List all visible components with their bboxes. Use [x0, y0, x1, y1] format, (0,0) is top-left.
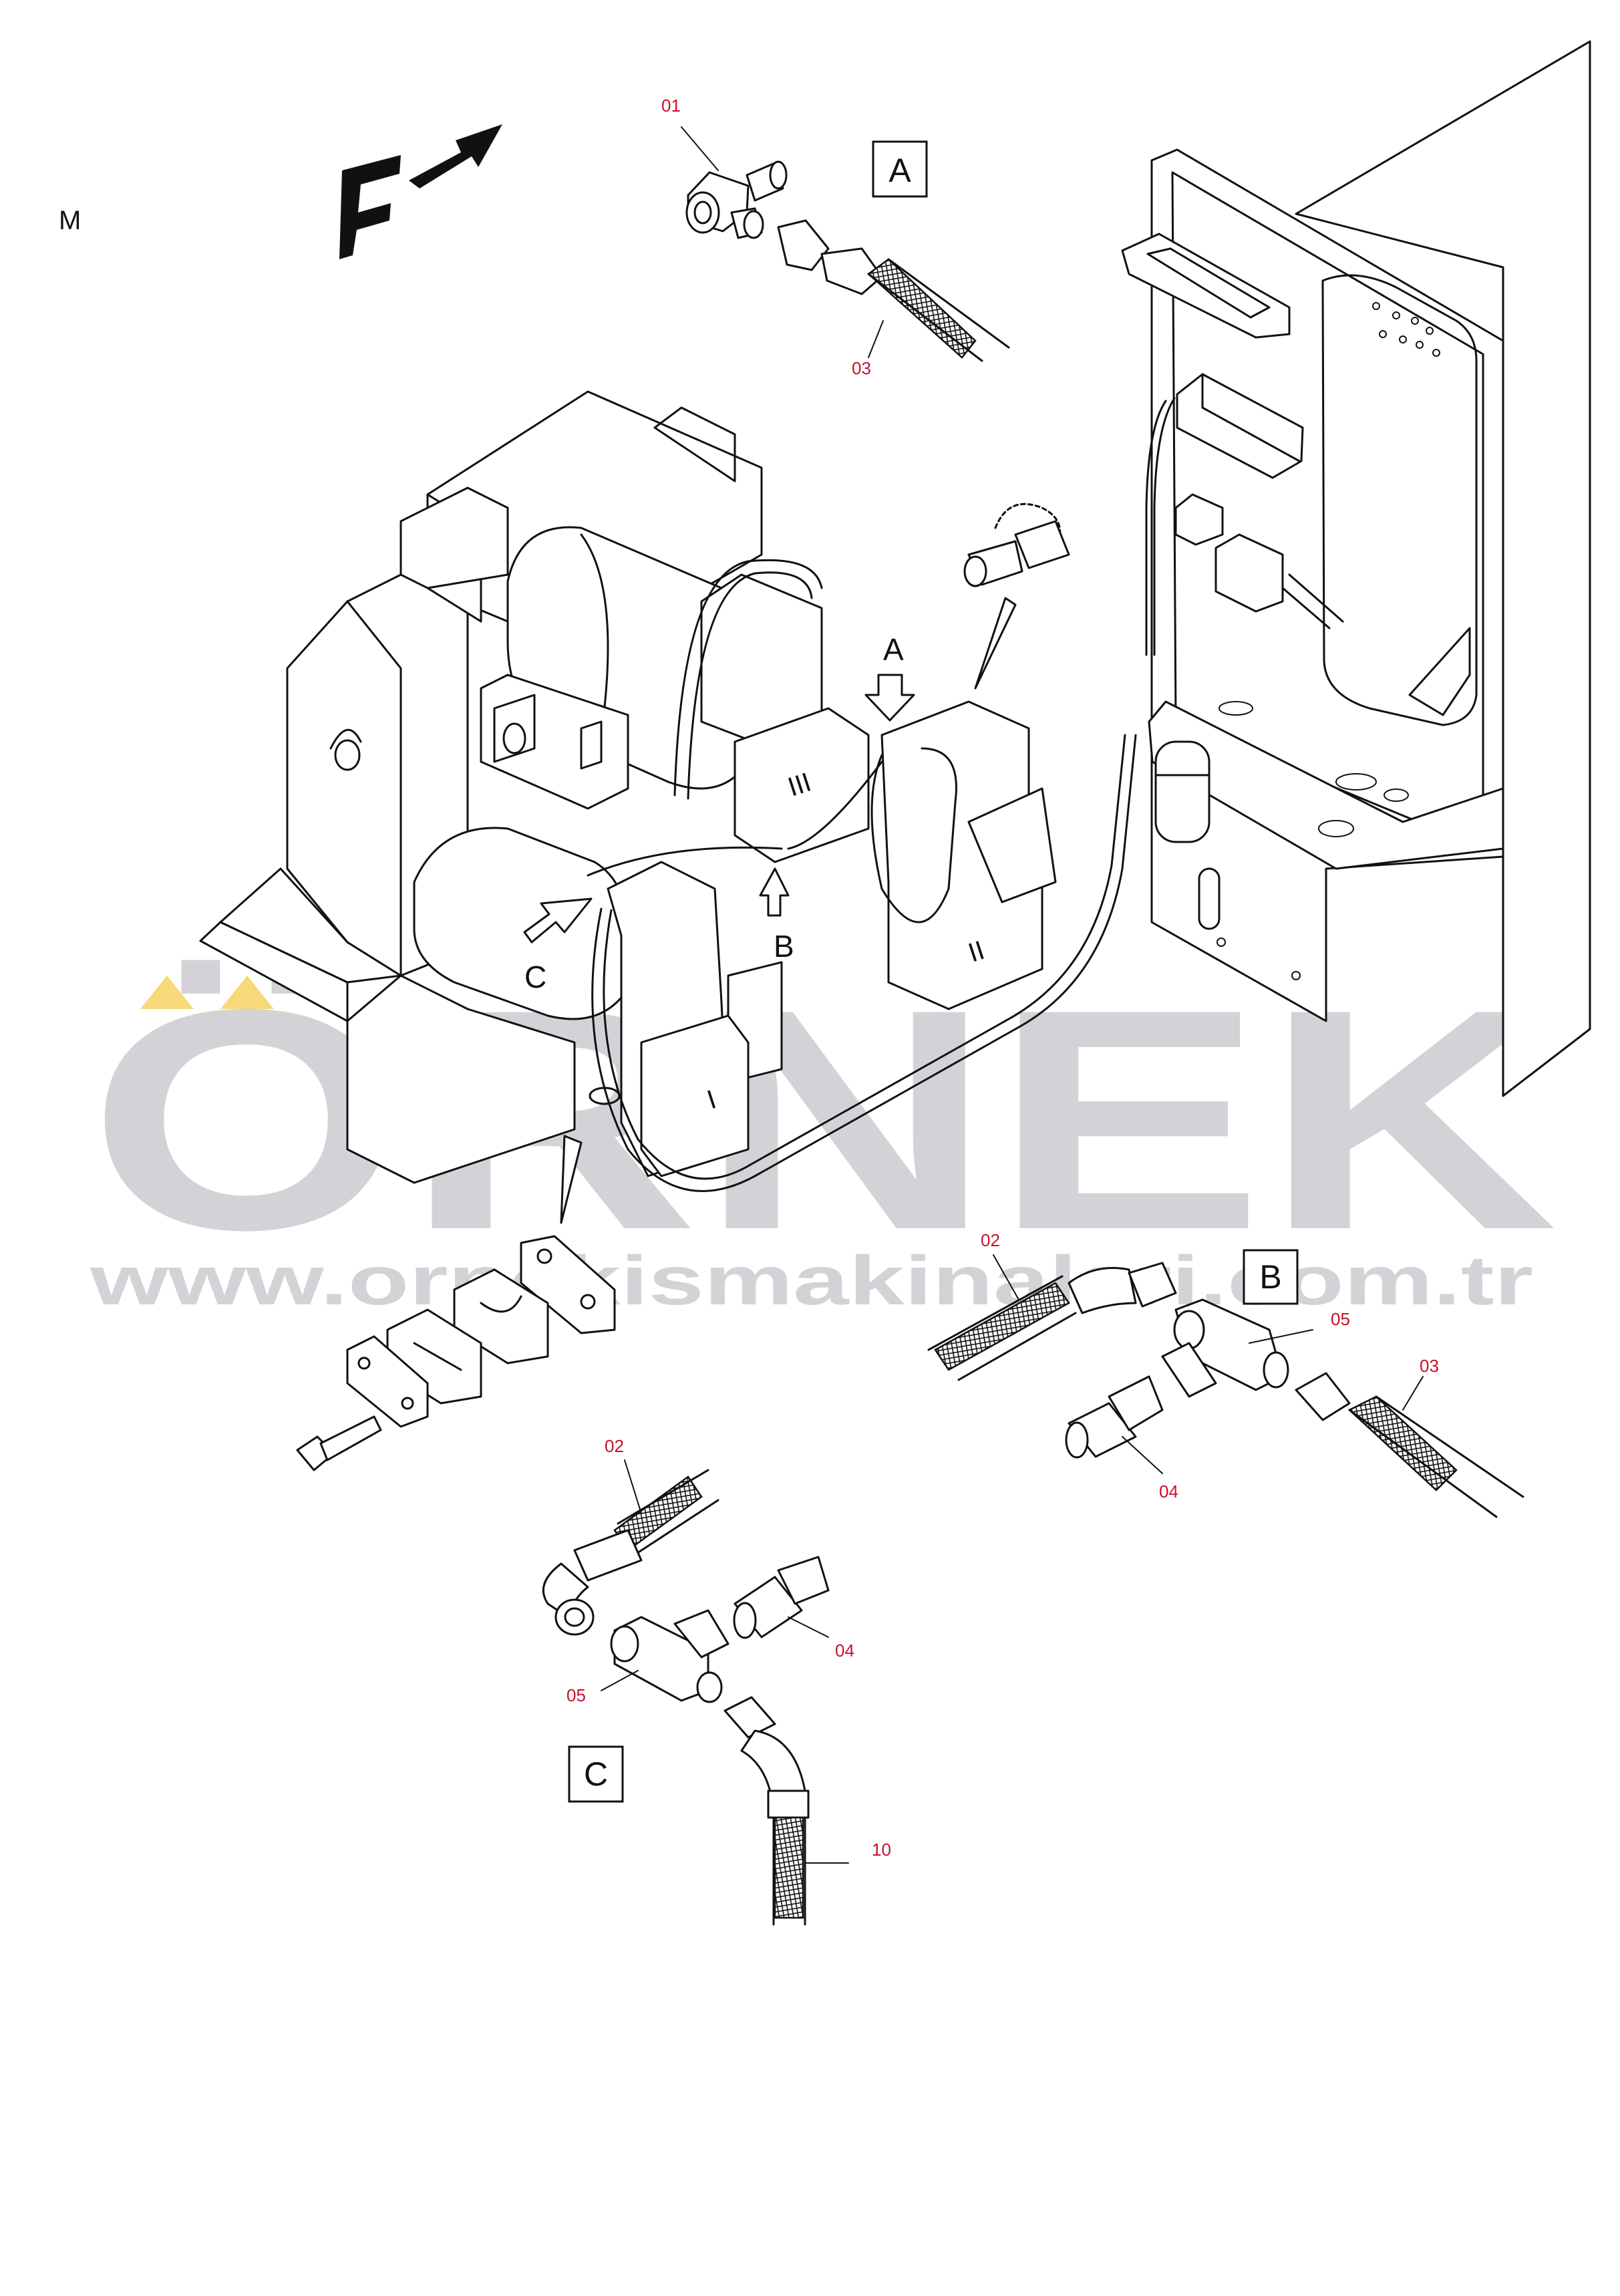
detail-c: C 02 05 04 10 [542, 1436, 891, 1926]
callout-04-b: 04 [1159, 1481, 1178, 1501]
callout-03-b: 03 [1420, 1356, 1439, 1376]
callout-02-b: 02 [981, 1230, 1000, 1250]
callout-01: 01 [661, 96, 681, 116]
callout-03-a: 03 [852, 358, 871, 378]
callout-05-b: 05 [1331, 1309, 1350, 1329]
direction-indicator [339, 124, 502, 259]
pointer-label-c: C [524, 960, 546, 994]
pointer-label-a: A [883, 632, 904, 667]
callout-10: 10 [872, 1840, 891, 1860]
watermark-accent-left [140, 976, 194, 1009]
detail-b: B 02 05 03 04 [927, 1230, 1524, 1518]
direction-arrow-icon [409, 124, 502, 188]
quick-coupling-chain [963, 503, 1070, 690]
watermark-accent-right [220, 976, 274, 1009]
detail-box-a: A [888, 152, 911, 189]
pointer-label-b: B [774, 929, 794, 964]
detail-box-c: C [584, 1755, 608, 1793]
detail-box-b: B [1259, 1258, 1281, 1296]
watermark-url: www.ornekismakinalari.com.tr [90, 1242, 1533, 1320]
direction-letter-f [339, 155, 401, 259]
callout-04-c: 04 [835, 1640, 854, 1661]
control-cabinet [1121, 40, 1591, 1097]
view-letter: M [59, 206, 81, 235]
callout-05-c: 05 [566, 1685, 586, 1705]
detail-a: A 01 03 [661, 96, 1010, 378]
hose-clamp-parts [296, 1235, 616, 1471]
detail-box-b-frame [1243, 1249, 1299, 1305]
detail-box-c-frame [568, 1745, 624, 1803]
callout-02-c: 02 [605, 1436, 624, 1456]
detail-box-a-frame [872, 140, 928, 198]
gearbox-assembly: III II I A B C [199, 390, 1137, 1224]
